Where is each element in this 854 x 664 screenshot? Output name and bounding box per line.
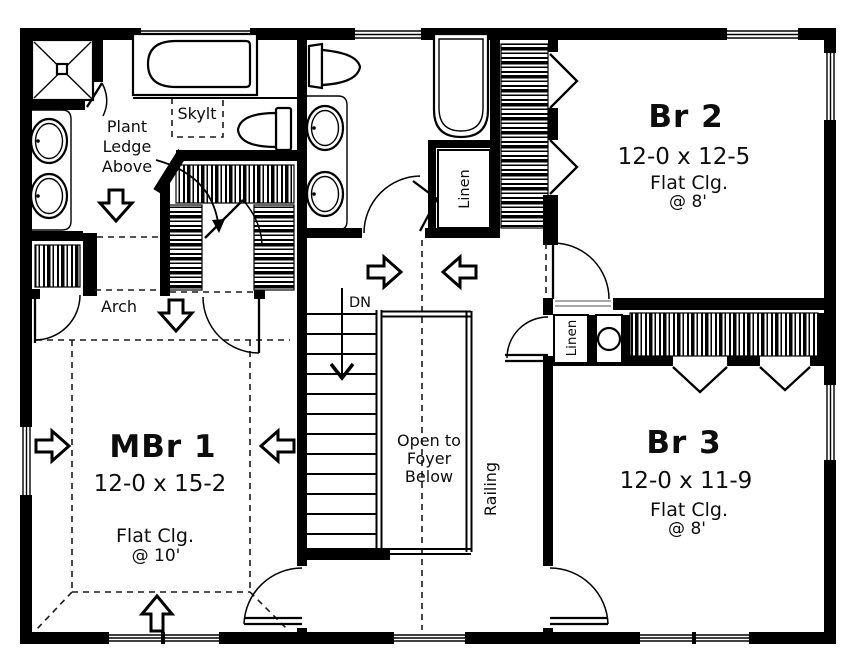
flow-arrow-down-arch bbox=[156, 298, 196, 334]
plant-ledge-label-1: Plant bbox=[107, 117, 147, 136]
toilet-master bbox=[236, 106, 293, 152]
br3-name: Br 3 bbox=[646, 425, 721, 461]
bath2-fixtures bbox=[305, 32, 490, 231]
flow-arrow-down-bath bbox=[96, 188, 136, 224]
chase-circle bbox=[596, 326, 622, 352]
linen-br3-label: Linen bbox=[564, 320, 580, 357]
leader-arrowhead bbox=[212, 219, 225, 233]
br3-closet-bifold-door bbox=[672, 366, 728, 394]
master-bath-fixtures bbox=[29, 32, 297, 231]
dn-label: DN bbox=[349, 295, 371, 311]
br3-closet-bifold-door bbox=[759, 366, 811, 392]
door-mbr1 bbox=[243, 567, 303, 626]
doors bbox=[30, 175, 613, 626]
door-br3-hall bbox=[505, 316, 549, 363]
shower-door-arc bbox=[101, 82, 108, 117]
flow-arrows bbox=[34, 188, 478, 633]
window-top-br2 bbox=[727, 28, 798, 40]
window-left-mbr1 bbox=[20, 427, 32, 495]
shower-door-leaf bbox=[86, 82, 103, 108]
flow-arrow-left-hall bbox=[440, 253, 478, 291]
sink bbox=[29, 117, 69, 165]
br2-name: Br 2 bbox=[648, 99, 723, 135]
flow-arrow-right-hall bbox=[366, 253, 404, 291]
walk-in-closet-shelves bbox=[162, 164, 295, 291]
br3-ceiling: Flat Clg. bbox=[650, 499, 728, 521]
door-br3 bbox=[549, 567, 609, 626]
window-top-bath2 bbox=[355, 28, 421, 40]
faucet-dot bbox=[36, 194, 40, 198]
sink bbox=[305, 104, 345, 152]
window-right-br2 bbox=[824, 53, 836, 120]
foyer-railing bbox=[375, 310, 473, 555]
window-right-br3 bbox=[824, 385, 836, 460]
plant-ledge-label-3: Above bbox=[102, 157, 152, 176]
br2-dims: 12-0 x 12-5 bbox=[618, 144, 751, 170]
closets bbox=[34, 43, 819, 394]
faucet-dot bbox=[312, 192, 316, 196]
tray-ceiling-outline bbox=[35, 339, 290, 631]
br2-closet-shelves bbox=[500, 43, 579, 229]
sink bbox=[305, 170, 345, 218]
open-foyer-label-1: Open to bbox=[397, 431, 461, 450]
railing-label: Railing bbox=[481, 462, 500, 516]
br3-labels: Br 3 12-0 x 11-9 Flat Clg. @ 8' bbox=[620, 425, 753, 539]
faucet-dot bbox=[36, 139, 40, 143]
window-bottom-mbr1 bbox=[109, 632, 219, 644]
hall-closet-shelves bbox=[34, 244, 81, 288]
br2-height: @ 8' bbox=[669, 192, 707, 212]
vanity-master bbox=[29, 109, 72, 231]
bathtub-bath2 bbox=[432, 32, 490, 139]
flow-arrow-left-mbr1 bbox=[258, 427, 296, 465]
br3-linen-closet bbox=[553, 314, 623, 364]
arch-label: Arch bbox=[101, 297, 137, 316]
plant-ledge-leader bbox=[155, 159, 225, 233]
faucet-dot bbox=[312, 126, 316, 130]
open-foyer-label-2: Foyer bbox=[407, 449, 452, 468]
skylight-label: Skylt bbox=[177, 104, 216, 123]
br2-closet-bifold-door bbox=[549, 53, 579, 109]
text-labels: Skylt Plant Ledge Above Arch DN Open to … bbox=[94, 99, 753, 566]
br2-labels: Br 2 12-0 x 12-5 Flat Clg. @ 8' bbox=[618, 99, 751, 212]
toilet-bath2 bbox=[307, 42, 362, 90]
mbr1-name: MBr 1 bbox=[109, 429, 216, 465]
stairs bbox=[307, 288, 376, 535]
mbr1-height: @ 10' bbox=[132, 546, 181, 566]
door-walk-in-closet bbox=[202, 296, 261, 354]
mbr1-ceiling: Flat Clg. bbox=[116, 525, 194, 547]
br2-ceiling: Flat Clg. bbox=[650, 172, 728, 194]
flow-arrow-up-mbr1 bbox=[138, 593, 176, 633]
door-br2 bbox=[551, 242, 613, 310]
open-foyer-label-3: Below bbox=[405, 467, 453, 486]
br2-closet-bifold-door bbox=[549, 139, 579, 195]
sink bbox=[29, 172, 69, 220]
br3-closet-shelves bbox=[629, 312, 819, 394]
bathtub-master bbox=[131, 32, 297, 99]
stair-direction-arrowhead bbox=[329, 362, 355, 381]
bath-linen-closet bbox=[437, 149, 491, 229]
br3-dims: 12-0 x 11-9 bbox=[620, 468, 753, 494]
door-bath2 bbox=[363, 175, 439, 234]
door-hall-closet bbox=[30, 289, 81, 343]
window-bottom-hall bbox=[394, 632, 465, 644]
vanity-bath2 bbox=[305, 95, 348, 231]
plant-ledge-label-2: Ledge bbox=[103, 137, 152, 156]
br3-height: @ 8' bbox=[668, 519, 706, 539]
window-bottom-br3 bbox=[640, 632, 749, 644]
flow-arrow-right-mbr1 bbox=[34, 427, 72, 465]
shower bbox=[30, 38, 108, 117]
mbr1-labels: MBr 1 12-0 x 15-2 Flat Clg. @ 10' bbox=[94, 429, 227, 566]
mbr1-dims: 12-0 x 15-2 bbox=[94, 471, 227, 497]
linen-bath-label: Linen bbox=[457, 169, 473, 208]
door-bath-angled bbox=[204, 199, 263, 245]
